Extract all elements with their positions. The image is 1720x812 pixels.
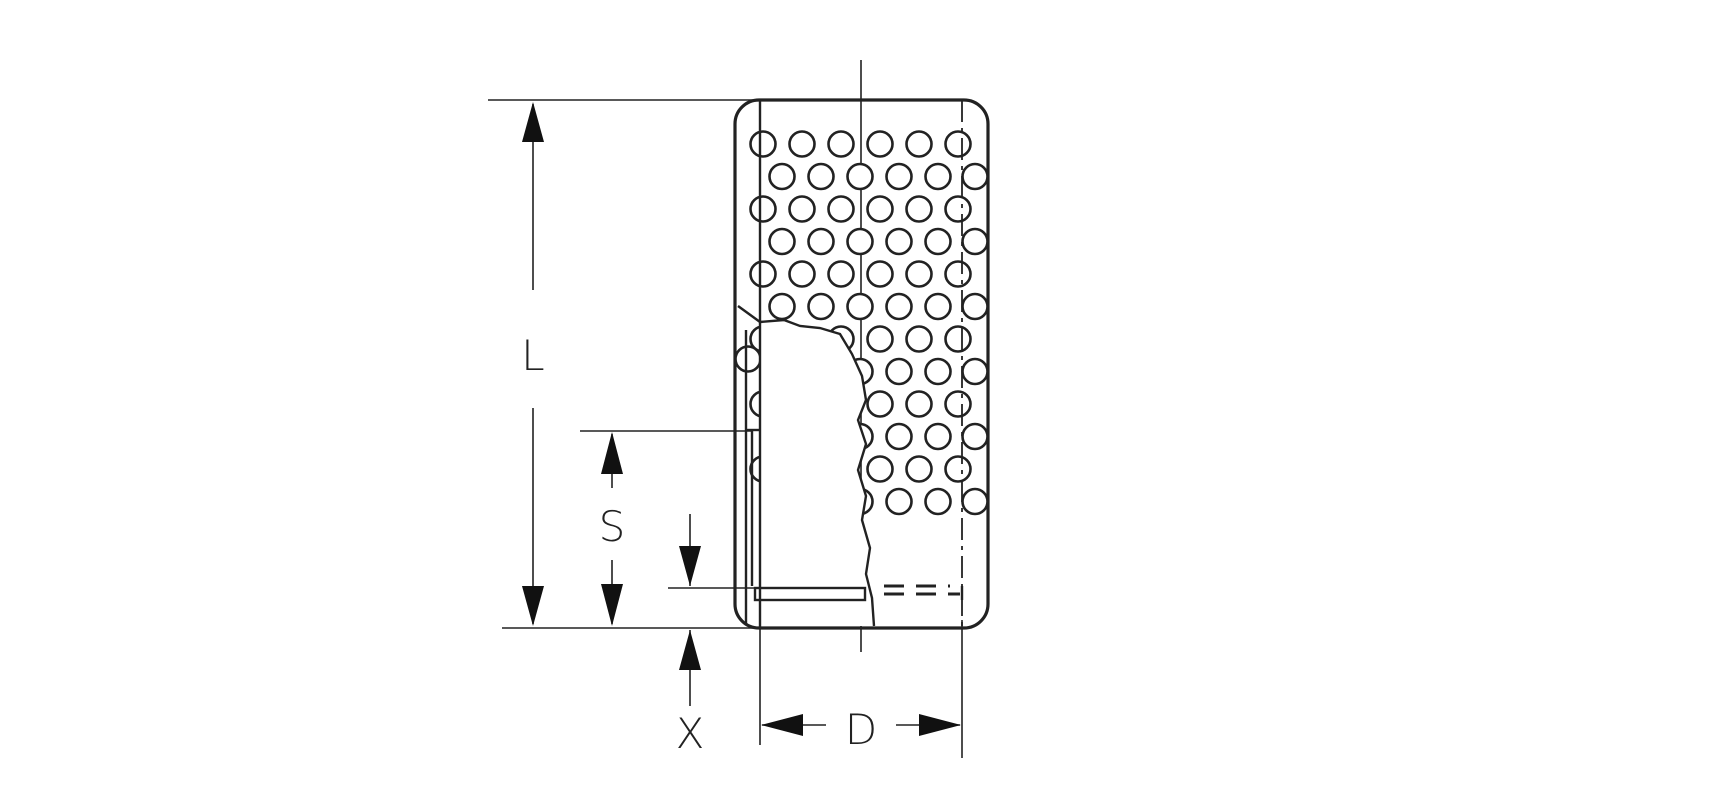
ball [846,162,874,191]
ball [905,325,933,353]
ball [905,130,933,158]
dimension-diameter: D [761,705,961,754]
ball [924,162,952,191]
ball [924,487,952,516]
ball [749,260,777,288]
ball [924,357,952,386]
ball [807,292,835,321]
ball [885,292,913,321]
ball [866,130,894,158]
ball [944,260,972,288]
ball [866,455,894,483]
dimension-label-x: X [676,709,705,758]
ball [905,260,933,288]
ball [961,487,989,516]
ball [749,130,777,158]
ball [961,357,989,386]
ball [924,227,952,256]
ball [885,162,913,191]
ball [944,325,972,353]
ball [885,227,913,256]
retaining-ring [753,586,867,602]
ball [961,162,989,191]
ball [924,422,952,451]
ball [944,390,972,418]
ball [768,292,796,321]
dimension-label-s: S [599,502,626,551]
ball [807,227,835,256]
ball [905,455,933,483]
ball [827,195,855,223]
ball [944,130,972,158]
ball [885,357,913,386]
ball [807,162,835,191]
ball [961,292,989,321]
ball [788,130,816,158]
ball [924,292,952,321]
ball [885,422,913,451]
ball [788,195,816,223]
ball [734,345,762,373]
ball [866,325,894,353]
cutaway-section [760,320,874,626]
dimension-label-l: L [521,331,544,380]
ball [905,195,933,223]
ball [885,487,913,516]
dimension-offset: X [676,514,705,758]
cage-outline [733,98,990,630]
ball [827,130,855,158]
ball [768,227,796,256]
ball [846,292,874,321]
ball [866,195,894,223]
dimension-stroke: S [599,432,626,626]
ball [944,455,972,483]
ball [944,195,972,223]
ball [866,390,894,418]
ball [788,260,816,288]
ball [749,195,777,223]
cutaway-edge [737,305,876,627]
dimension-label-d: D [845,705,877,754]
ball [961,227,989,256]
ball [905,390,933,418]
ball [961,422,989,451]
dimension-length: L [521,102,545,626]
ball [768,162,796,191]
ball [846,227,874,256]
ball [827,260,855,288]
ball [866,260,894,288]
